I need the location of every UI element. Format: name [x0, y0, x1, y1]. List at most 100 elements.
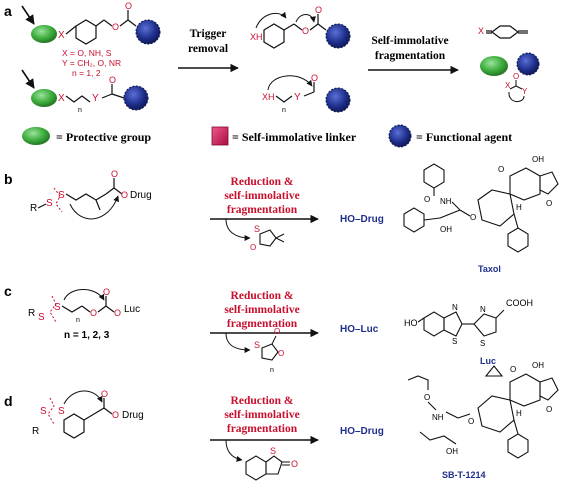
- atom-r: R: [30, 203, 37, 214]
- products-a: X X O Y: [478, 25, 540, 102]
- atom-x: X: [58, 93, 65, 104]
- sbt-h: H: [516, 409, 522, 418]
- legend-linker-icon: [211, 126, 229, 146]
- drug-label: Drug: [122, 410, 144, 421]
- atom-s1: S: [46, 198, 53, 209]
- atom-o: O: [112, 22, 119, 32]
- conditions-list: X = O, NH, S Y = CH₂, O, NR n = 1, 2: [62, 48, 121, 78]
- byproduct-o-carbonyl: O: [274, 327, 280, 336]
- cond-c-line1: Reduction &: [231, 290, 294, 302]
- benzene-ring: [75, 19, 97, 45]
- product-d: HO–Drug: [340, 426, 384, 437]
- step-trigger-removal: Trigger removal: [178, 28, 239, 73]
- taxol-oh-1: OH: [440, 225, 452, 234]
- luc-s1: S: [452, 337, 457, 346]
- atom-o: O: [302, 26, 309, 36]
- benzene-ring: [63, 413, 85, 439]
- luc-s2: S: [480, 339, 485, 348]
- atom-xh: XH: [262, 92, 275, 102]
- subscript-n: n: [282, 107, 286, 114]
- cond-c-line3: fragmentation: [227, 318, 298, 330]
- quinone-methide-ring: [491, 25, 519, 39]
- step2-line1: Self-immolative: [371, 35, 448, 47]
- substrate-d: R S S O O Drug: [32, 389, 144, 439]
- atom-o-carbonyl: O: [111, 169, 118, 179]
- functional-agent-icon: [516, 52, 540, 76]
- atom-o-carbonyl: O: [101, 389, 108, 399]
- cleavage-mark: [47, 397, 55, 425]
- atom-o-carbonyl: O: [315, 5, 322, 15]
- atom-xh: XH: [250, 32, 263, 42]
- sbt-o-2: O: [468, 417, 474, 426]
- benzene-ring: [263, 23, 285, 49]
- conditions-c: Reduction & self-immolative fragmentatio…: [210, 290, 319, 374]
- taxol-o-4: O: [546, 199, 552, 208]
- atom-o-ester: O: [121, 190, 128, 200]
- condition-y: Y = CH₂, O, NR: [62, 58, 121, 68]
- subscript-n: n: [78, 107, 82, 114]
- sbt-o-1: O: [424, 393, 430, 402]
- atom-o-carbonyl: O: [311, 73, 318, 83]
- luciferin-structure: HO N S N S COOH: [404, 298, 533, 348]
- protective-group-icon: [31, 25, 57, 43]
- byproduct-o: O: [291, 459, 298, 469]
- conditions-b: Reduction & self-immolative fragmentatio…: [210, 176, 319, 252]
- step1-line2: removal: [188, 43, 228, 55]
- conditions-d: Reduction & self-immolative fragmentatio…: [210, 395, 319, 481]
- cyclic-atom-x: X: [505, 81, 511, 90]
- atom-o-ester: O: [114, 308, 121, 318]
- trigger-arrow: [21, 5, 35, 25]
- benzothiophenone-ring: [245, 455, 267, 481]
- cond-b-line3: fragmentation: [227, 204, 298, 216]
- intermediate-bottom: XH n Y O: [262, 73, 351, 114]
- cond-d-line2: self-immolative: [224, 409, 299, 421]
- atom-s2: S: [58, 190, 65, 201]
- cyclic-atom-o: O: [513, 72, 519, 81]
- step1-line1: Trigger: [190, 28, 227, 40]
- atom-x: X: [58, 30, 65, 41]
- atom-r: R: [28, 308, 35, 319]
- substrate-b: R S S O O Drug: [30, 169, 152, 220]
- atom-r: R: [32, 426, 39, 437]
- luc-n1: N: [452, 303, 458, 312]
- atom-s1: S: [38, 312, 45, 323]
- atom-y: Y: [294, 92, 301, 103]
- cond-c-line2: self-immolative: [224, 304, 299, 316]
- taxol-nh: NH: [440, 197, 452, 206]
- cond-b-line2: self-immolative: [224, 190, 299, 202]
- cyclic-carbonate: [261, 343, 279, 361]
- substrate-c: R S S n O O O Luc n = 1, 2, 3: [28, 287, 140, 341]
- cleavage-mark: [53, 187, 63, 213]
- step-self-immolative: Self-immolative fragmentation: [368, 35, 459, 75]
- condition-x: X = O, NH, S: [62, 48, 112, 58]
- sbt1214-structure: O NH OH O O OH O H: [407, 361, 559, 459]
- cyclic-atom-y: Y: [522, 87, 528, 96]
- substrate-a-top: X O O: [21, 1, 161, 45]
- atom-o: O: [90, 308, 97, 318]
- panel-d-label: d: [4, 393, 13, 409]
- luc-ho: HO: [404, 318, 418, 328]
- intermediate-top: XH O O: [250, 5, 351, 49]
- substrate-a-bottom: X n Y O: [21, 69, 149, 114]
- byproduct-s: S: [270, 446, 276, 456]
- product-c: HO–Luc: [340, 324, 379, 335]
- atom-o-carbonyl: O: [109, 75, 116, 85]
- byproduct-s: S: [254, 224, 260, 234]
- cleavage-mark: [49, 295, 57, 323]
- luc-label: Luc: [124, 304, 140, 315]
- sbt-oh-2: OH: [532, 361, 544, 370]
- product-b: HO–Drug: [340, 214, 384, 225]
- legend-functional: = Functional agent: [416, 130, 512, 144]
- panel-c-label: c: [4, 283, 12, 299]
- byproduct-o: O: [278, 349, 284, 358]
- functional-agent-icon: [123, 85, 149, 111]
- protective-group-icon: [480, 56, 508, 76]
- taxol-o: O: [424, 195, 430, 204]
- taxol-o-2: O: [470, 213, 476, 222]
- atom-s1: S: [40, 406, 47, 417]
- atom-s2: S: [58, 406, 65, 417]
- sbt-o-3: O: [510, 365, 516, 374]
- drug-name-b: Taxol: [478, 264, 501, 274]
- taxol-structure: O NH OH O O OH O H: [403, 155, 559, 253]
